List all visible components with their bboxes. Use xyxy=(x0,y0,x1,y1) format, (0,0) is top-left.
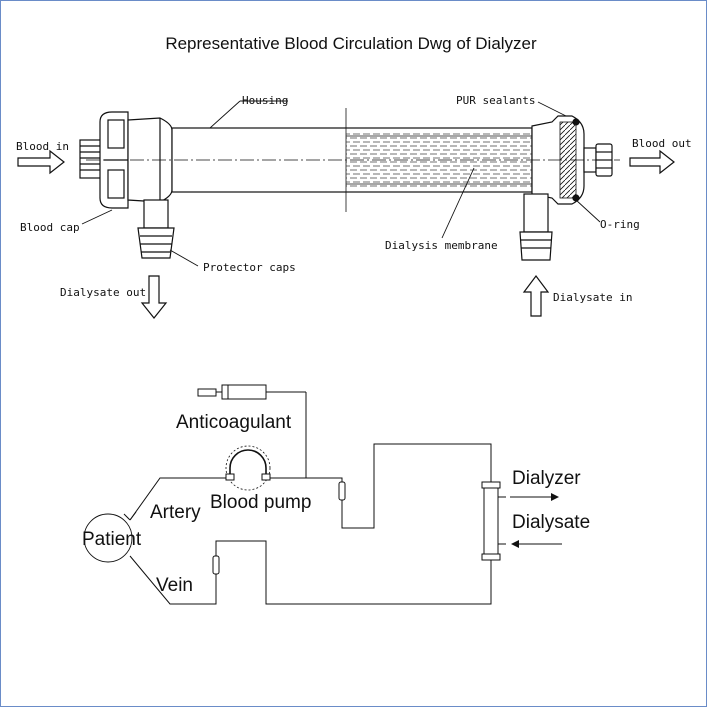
artery-label: Artery xyxy=(150,502,201,523)
housing-label: Housing xyxy=(242,94,288,107)
blood-cap-leader xyxy=(81,209,113,225)
dialysis-membrane-label: Dialysis membrane xyxy=(385,239,498,252)
anticoagulant-label: Anticoagulant xyxy=(176,412,292,433)
blood-out-arrow xyxy=(629,149,675,175)
left-blood-connector xyxy=(79,139,103,179)
protector-caps-leader xyxy=(169,249,199,267)
blood-in-label: Blood in xyxy=(16,140,69,153)
vein-label: Vein xyxy=(156,575,193,596)
blood-pump-loop xyxy=(229,449,267,478)
dialyzer-drawing xyxy=(17,100,675,319)
o-ring-leader xyxy=(575,199,601,223)
dialysate-in-label: Dialysate in xyxy=(553,291,632,304)
diagram-title: Representative Blood Circulation Dwg of … xyxy=(165,34,537,53)
circuit-diagram xyxy=(83,384,562,605)
patient-node xyxy=(83,513,133,563)
anticoagulant-syringe xyxy=(197,384,306,400)
blood-cap-label: Blood cap xyxy=(20,221,80,234)
dialysate-out-label: Dialysate out xyxy=(60,286,146,299)
o-ring-label: O-ring xyxy=(600,218,640,231)
membrane-leader xyxy=(441,167,475,239)
dialyzer-label: Dialyzer xyxy=(512,468,581,489)
dialysate-out-arrow xyxy=(140,275,168,319)
blood-out-label: Blood out xyxy=(632,137,692,150)
protector-caps-label: Protector caps xyxy=(203,261,296,274)
patient-label: Patient xyxy=(82,529,142,550)
dialyzer-cartridge xyxy=(481,481,506,561)
dialysate-in-arrow xyxy=(522,275,550,317)
dialysate-out-port xyxy=(137,199,175,259)
blood-cap xyxy=(99,111,129,209)
housing-leader xyxy=(209,100,241,129)
pur-sealants-label: PUR sealants xyxy=(456,94,535,107)
dialysate-in-port xyxy=(519,193,553,261)
dialysate-label: Dialysate xyxy=(512,512,590,533)
pur-sealants-leader xyxy=(537,101,567,117)
blood-in-arrow xyxy=(17,149,65,175)
venous-line xyxy=(129,540,492,605)
arterial-line xyxy=(129,477,226,521)
blood-pump-label: Blood pump xyxy=(210,492,311,513)
